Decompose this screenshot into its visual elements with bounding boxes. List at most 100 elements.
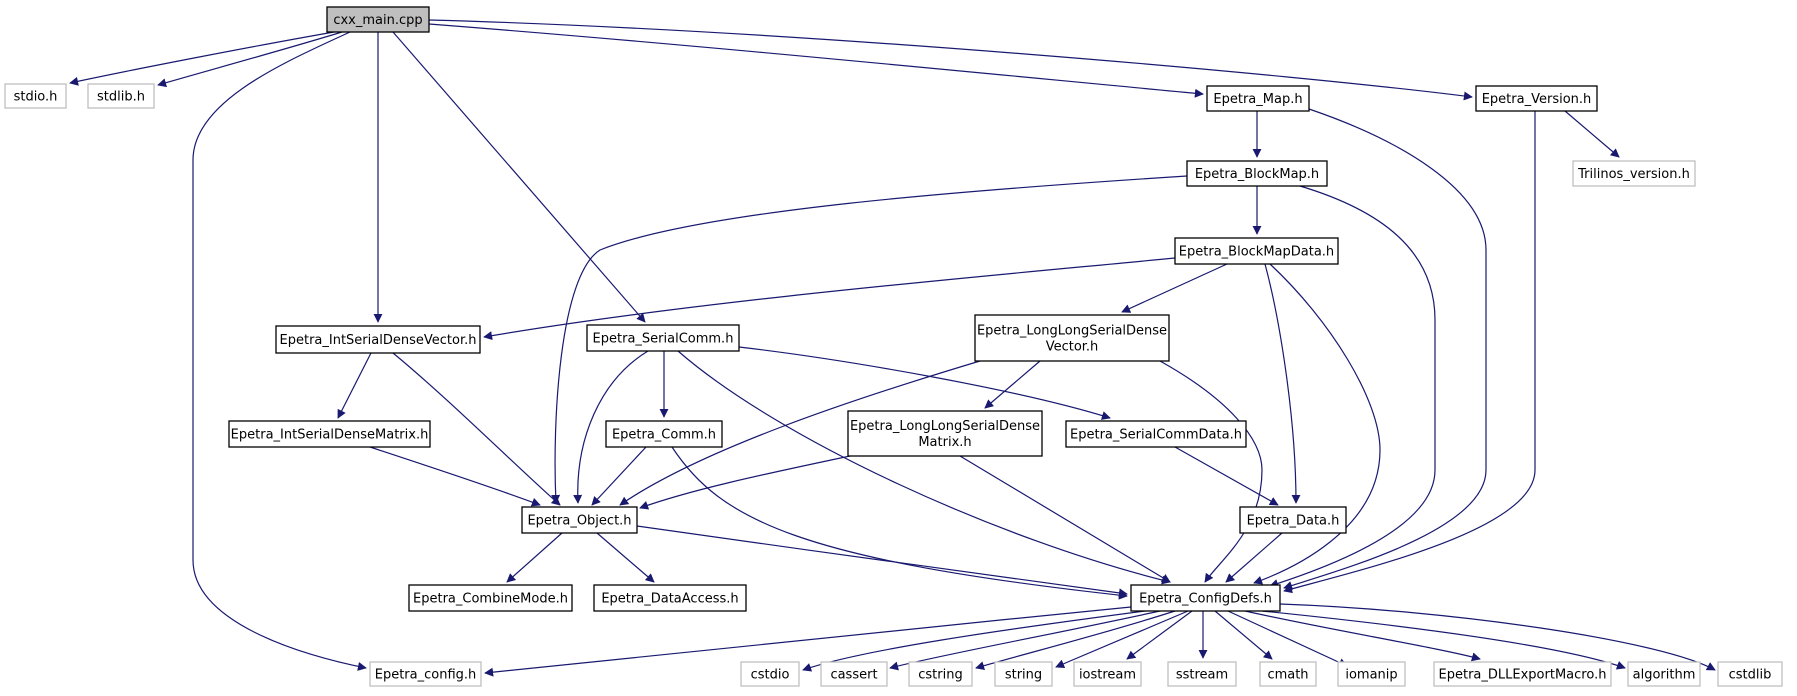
- node-stdio-h: stdio.h: [4, 83, 67, 109]
- node-epetra-serialcomm[interactable]: Epetra_SerialComm.h: [586, 324, 740, 352]
- edge-epetra-version-to-trilinos-version: [1564, 110, 1620, 158]
- node-box: [740, 661, 800, 687]
- node-epetra-version[interactable]: Epetra_Version.h: [1475, 85, 1598, 112]
- node-label: cstring: [918, 668, 962, 683]
- node-trilinos-version: Trilinos_version.h: [1572, 160, 1696, 187]
- node-epetra-serialcommdata[interactable]: Epetra_SerialCommData.h: [1065, 420, 1247, 448]
- node-label: iostream: [1079, 668, 1136, 683]
- node-epetra-data[interactable]: Epetra_Data.h: [1239, 506, 1347, 534]
- node-label: Epetra_DataAccess.h: [601, 592, 738, 607]
- edge-cxx-main-to-stdio-h: [69, 31, 335, 86]
- node-box: [1627, 661, 1701, 687]
- node-label: string: [1005, 668, 1042, 683]
- edge-epetra-longlongserialdensematrix-to-epetra-object: [639, 455, 851, 510]
- edge-cxx-main-to-epetra-version: [428, 19, 1473, 101]
- edge-epetra-data-to-epetra-configdefs: [1225, 532, 1283, 583]
- node-epetra-dataaccess[interactable]: Epetra_DataAccess.h: [593, 584, 747, 612]
- node-label: algorithm: [1633, 668, 1696, 683]
- edge-epetra-intserialdensevector-to-epetra-object: [392, 352, 561, 506]
- node-box: [4, 83, 67, 109]
- node-label: Epetra_IntSerialDenseMatrix.h: [231, 428, 429, 443]
- node-box: [1239, 506, 1347, 534]
- node-cmath: cmath: [1259, 661, 1317, 687]
- node-label: Epetra_Object.h: [527, 514, 631, 529]
- node-label: Epetra_Comm.h: [612, 428, 716, 443]
- node-sstream: sstream: [1167, 661, 1237, 687]
- edge-epetra-blockmapdata-to-epetra-data: [1264, 263, 1301, 504]
- node-label: Matrix.h: [918, 435, 971, 450]
- edge-epetra-blockmap-to-epetra-object: [551, 175, 1188, 504]
- edge-cxx-main-to-epetra-map: [428, 23, 1204, 98]
- node-box: [586, 324, 740, 352]
- node-label: iomanip: [1345, 668, 1397, 683]
- edge-epetra-configdefs-to-iomanip: [1227, 610, 1348, 667]
- node-label: Epetra_LongLongSerialDense: [850, 419, 1040, 434]
- node-epetra-intserialdensevector[interactable]: Epetra_IntSerialDenseVector.h: [275, 325, 481, 354]
- edge-epetra-configdefs-to-iostream: [1126, 610, 1193, 660]
- node-label: Epetra_DLLExportMacro.h: [1439, 668, 1607, 683]
- node-box: [908, 661, 973, 687]
- node-box: [369, 661, 482, 687]
- node-box: [1475, 85, 1598, 112]
- node-cstring: cstring: [908, 661, 973, 687]
- node-epetra-object[interactable]: Epetra_Object.h: [521, 506, 638, 534]
- node-epetra-combinemode[interactable]: Epetra_CombineMode.h: [408, 584, 573, 612]
- node-epetra-blockmap[interactable]: Epetra_BlockMap.h: [1186, 160, 1328, 187]
- node-label: Vector.h: [1046, 340, 1099, 355]
- node-epetra-intserialdensematrix[interactable]: Epetra_IntSerialDenseMatrix.h: [228, 420, 431, 448]
- node-string: string: [994, 661, 1053, 687]
- node-box: [521, 506, 638, 534]
- node-label: Epetra_BlockMapData.h: [1179, 245, 1334, 260]
- edge-epetra-longlongserialdensevector-to-epetra-longlongserialdensematrix: [984, 360, 1041, 409]
- node-label: stdlib.h: [97, 90, 145, 105]
- edge-cxx-main-to-epetra-config: [192, 31, 367, 671]
- node-epetra-comm[interactable]: Epetra_Comm.h: [605, 420, 723, 448]
- node-cxx-main[interactable]: cxx_main.cpp: [326, 6, 430, 33]
- edge-epetra-blockmapdata-to-epetra-intserialdensevector: [483, 257, 1176, 341]
- node-label: Epetra_Data.h: [1247, 514, 1340, 529]
- node-cstdio: cstdio: [740, 661, 800, 687]
- edge-epetra-blockmapdata-to-epetra-longlongserialdensevector: [1121, 263, 1228, 313]
- edge-cxx-main-to-stdlib-h: [157, 31, 343, 88]
- edge-epetra-longlongserialdensevector-to-epetra-configdefs: [1159, 360, 1263, 583]
- edge-epetra-configdefs-to-cmath: [1214, 610, 1273, 660]
- node-box: [408, 584, 573, 612]
- node-label: Epetra_BlockMap.h: [1195, 167, 1319, 182]
- node-box: [994, 661, 1053, 687]
- node-label: Trilinos_version.h: [1577, 167, 1690, 182]
- edge-epetra-version-to-epetra-configdefs: [1283, 111, 1536, 594]
- edge-epetra-configdefs-to-cstdio: [802, 610, 1146, 672]
- node-box: [1174, 237, 1339, 265]
- node-label: sstream: [1176, 668, 1228, 683]
- node-label: Epetra_IntSerialDenseVector.h: [280, 333, 477, 348]
- edge-epetra-intserialdensematrix-to-epetra-object: [369, 446, 541, 507]
- edge-epetra-longlongserialdensevector-to-epetra-object: [619, 360, 981, 506]
- node-box: [87, 83, 155, 109]
- node-label: cxx_main.cpp: [333, 13, 422, 28]
- node-iostream: iostream: [1073, 661, 1142, 687]
- node-box: [1717, 661, 1783, 687]
- node-epetra-map[interactable]: Epetra_Map.h: [1206, 85, 1310, 112]
- node-epetra-blockmapdata[interactable]: Epetra_BlockMapData.h: [1174, 237, 1339, 265]
- node-epetra-dllexportmacro: Epetra_DLLExportMacro.h: [1433, 661, 1612, 687]
- node-label: cassert: [830, 668, 877, 683]
- edge-epetra-blockmap-to-epetra-configdefs: [1269, 185, 1436, 588]
- node-label: Epetra_Version.h: [1482, 92, 1592, 107]
- node-iomanip: iomanip: [1337, 661, 1406, 687]
- edge-epetra-comm-to-epetra-configdefs: [671, 446, 1128, 600]
- edge-epetra-configdefs-to-epetra-dllexportmacro: [1244, 610, 1481, 662]
- node-box: [326, 6, 430, 33]
- edge-epetra-object-to-epetra-combinemode: [506, 532, 563, 583]
- node-epetra-configdefs[interactable]: Epetra_ConfigDefs.h: [1130, 584, 1281, 612]
- node-box: [1206, 85, 1310, 112]
- node-box: [1337, 661, 1406, 687]
- edge-epetra-configdefs-to-cstring: [975, 610, 1176, 671]
- node-box: [228, 420, 431, 448]
- edge-epetra-configdefs-to-cstdlib: [1279, 603, 1716, 671]
- node-label: Epetra_ConfigDefs.h: [1139, 592, 1272, 607]
- node-box: [275, 325, 481, 354]
- node-label: stdio.h: [14, 90, 58, 105]
- node-box: [974, 314, 1170, 362]
